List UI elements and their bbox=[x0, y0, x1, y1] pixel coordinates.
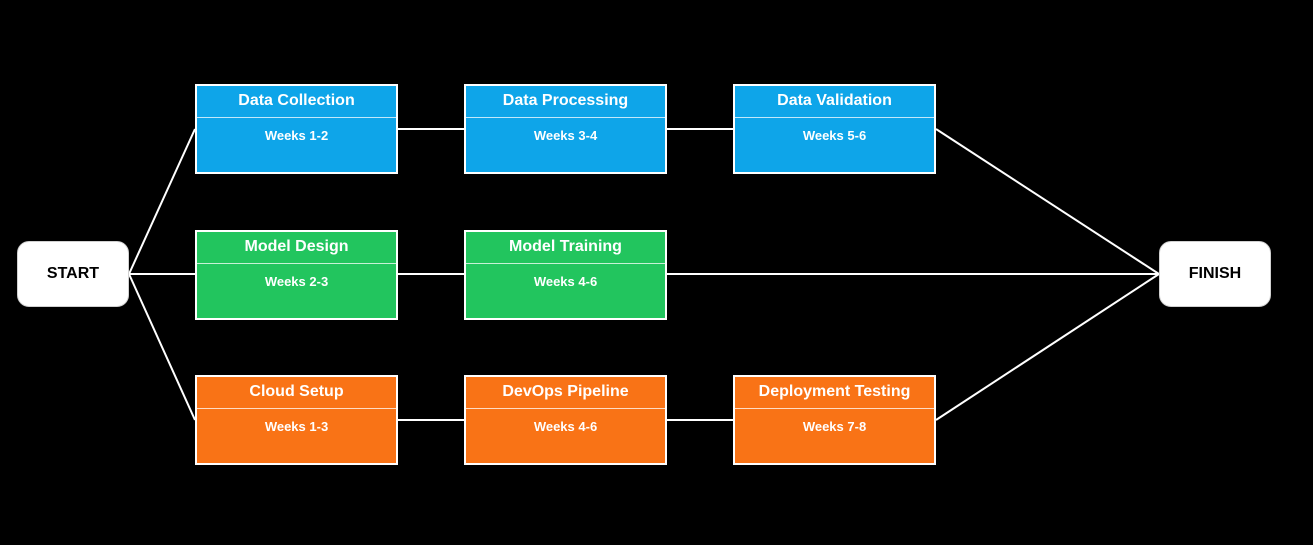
task-title: Cloud Setup bbox=[197, 377, 396, 409]
task-model-design[interactable]: Model Design Weeks 2-3 bbox=[195, 230, 398, 320]
task-weeks: Weeks 4-6 bbox=[533, 274, 598, 289]
task-data-processing[interactable]: Data Processing Weeks 3-4 bbox=[464, 84, 667, 174]
task-title: Model Design bbox=[197, 232, 396, 264]
task-title: Model Training bbox=[466, 232, 665, 264]
task-cloud-setup[interactable]: Cloud Setup Weeks 1-3 bbox=[195, 375, 398, 465]
connector-deployment-finish bbox=[935, 273, 1160, 421]
connector-data-validation-finish bbox=[935, 128, 1160, 275]
finish-node[interactable]: FINISH bbox=[1159, 241, 1271, 307]
task-devops-pipeline[interactable]: DevOps Pipeline Weeks 4-6 bbox=[464, 375, 667, 465]
task-model-training[interactable]: Model Training Weeks 4-6 bbox=[464, 230, 667, 320]
start-node[interactable]: START bbox=[17, 241, 129, 307]
task-weeks: Weeks 7-8 bbox=[802, 419, 867, 434]
task-weeks: Weeks 2-3 bbox=[264, 274, 329, 289]
task-title: Deployment Testing bbox=[735, 377, 934, 409]
task-data-collection[interactable]: Data Collection Weeks 1-2 bbox=[195, 84, 398, 174]
task-weeks: Weeks 1-3 bbox=[264, 419, 329, 434]
task-weeks: Weeks 4-6 bbox=[533, 419, 598, 434]
task-title: Data Processing bbox=[466, 86, 665, 118]
task-weeks: Weeks 3-4 bbox=[533, 128, 598, 143]
task-title: Data Validation bbox=[735, 86, 934, 118]
task-weeks: Weeks 5-6 bbox=[802, 128, 867, 143]
task-data-validation[interactable]: Data Validation Weeks 5-6 bbox=[733, 84, 936, 174]
task-title: DevOps Pipeline bbox=[466, 377, 665, 409]
task-title: Data Collection bbox=[197, 86, 396, 118]
task-deployment-testing[interactable]: Deployment Testing Weeks 7-8 bbox=[733, 375, 936, 465]
connector-start-data-collection bbox=[128, 128, 196, 275]
task-weeks: Weeks 1-2 bbox=[264, 128, 329, 143]
connector-start-cloud-setup bbox=[128, 273, 196, 421]
